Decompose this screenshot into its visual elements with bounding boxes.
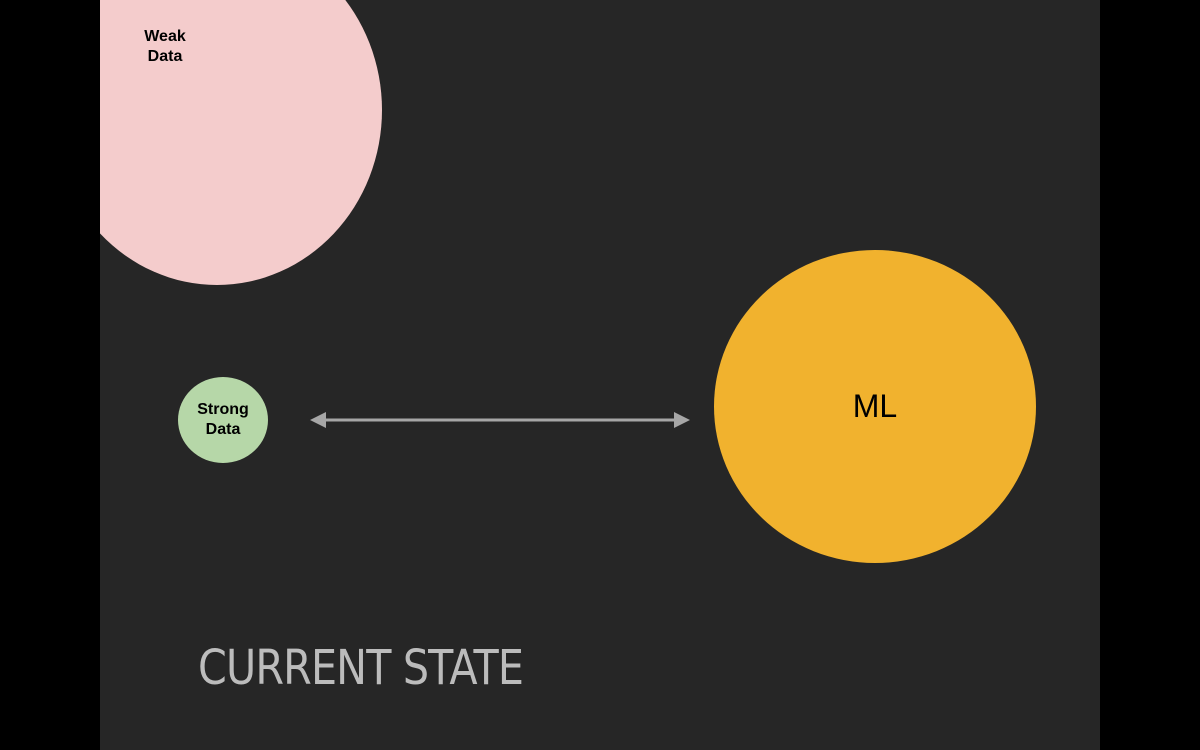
slide-canvas: Weak Data Strong Data ML CURRENT STATE [100, 0, 1100, 750]
arrow-head-right [674, 412, 690, 428]
arrow-head-left [310, 412, 326, 428]
bidirectional-arrow [310, 412, 690, 428]
strong-data-label: Strong Data [197, 401, 249, 438]
slide-title: CURRENT STATE [198, 640, 524, 696]
ml-node: ML [714, 250, 1036, 563]
strong-data-node: Strong Data [178, 377, 268, 463]
ml-label: ML [852, 388, 898, 424]
weak-data-node: Weak Data [100, 0, 382, 285]
weak-data-label: Weak Data [144, 28, 186, 65]
